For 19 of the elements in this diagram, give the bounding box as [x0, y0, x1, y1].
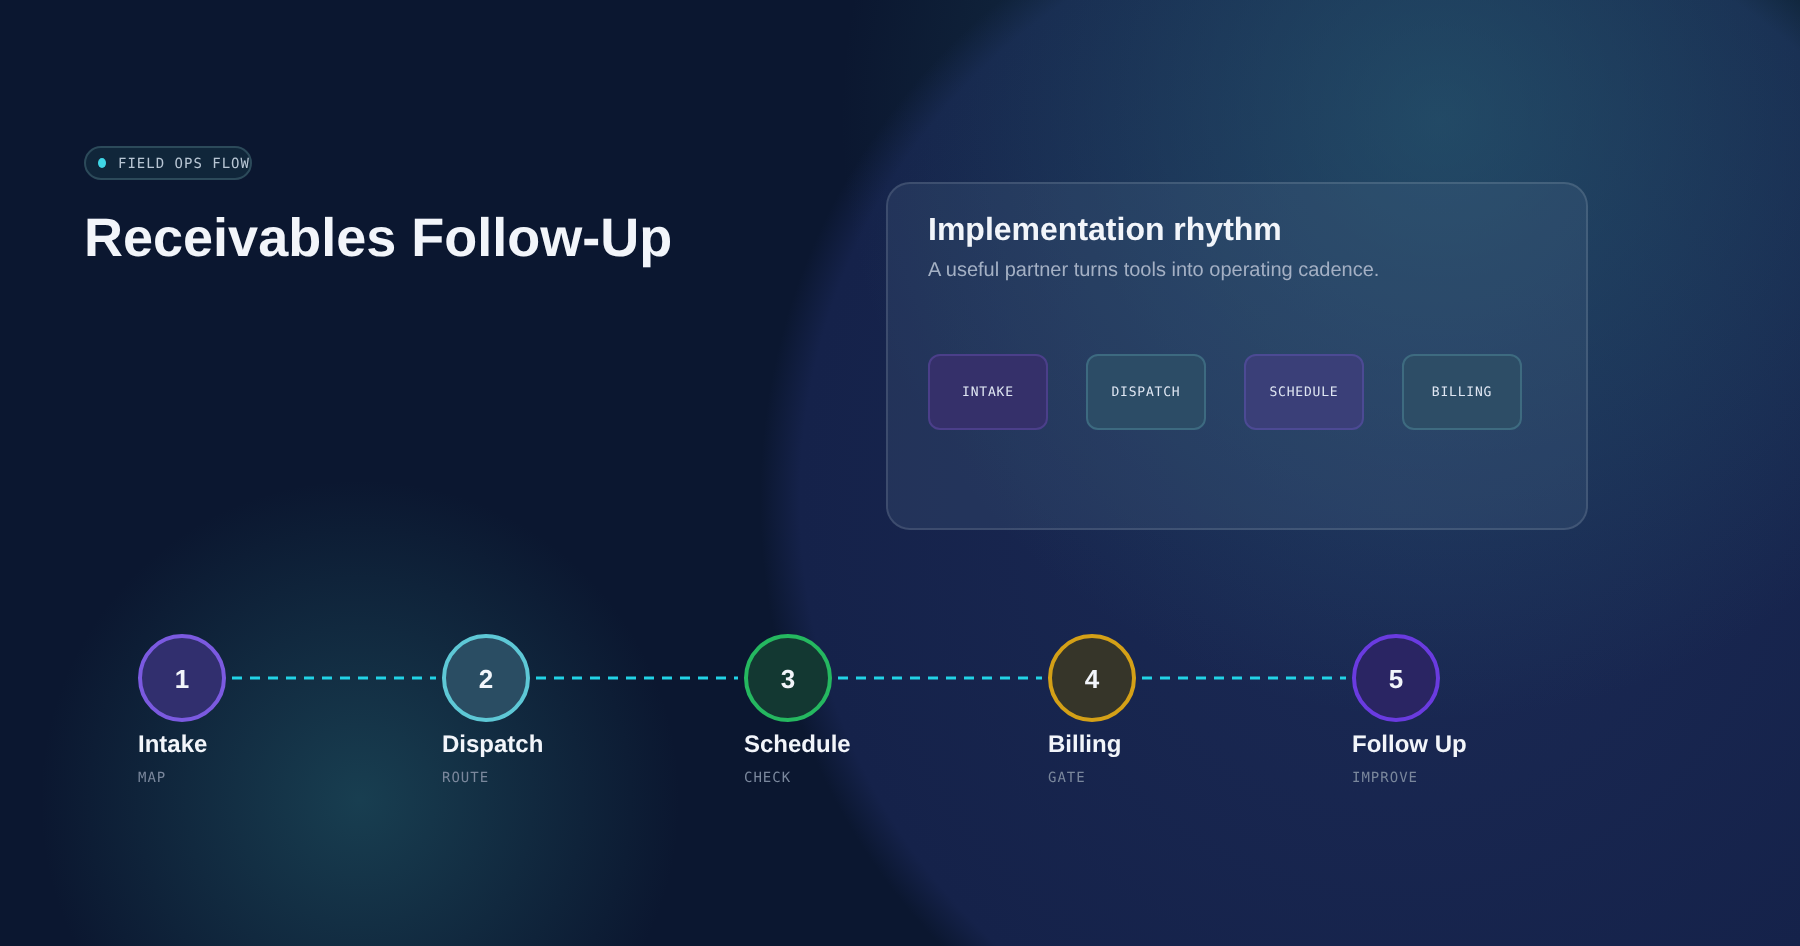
dashed-connector: [536, 676, 738, 680]
step-name: Billing: [1048, 730, 1122, 758]
step-name: Follow Up: [1352, 730, 1467, 758]
card-heading: Implementation rhythm: [928, 214, 1282, 250]
tag-pill: [84, 146, 252, 180]
card-subtitle: A useful partner turns tools into operating cadence.: [928, 260, 1380, 282]
step-circle: 4: [1048, 634, 1136, 722]
step-circle: 5: [1352, 634, 1440, 722]
step-circle: 1: [138, 634, 226, 722]
step-circle: 2: [442, 634, 530, 722]
step-name: Schedule: [744, 730, 851, 758]
page-title: Receivables Follow-Up: [84, 208, 673, 270]
dashed-connector: [232, 676, 436, 680]
step-name: Intake: [138, 730, 208, 758]
info-card: [886, 182, 1588, 530]
step-circle: 3: [744, 634, 832, 722]
dashed-connector: [1142, 676, 1346, 680]
step-name: Dispatch: [442, 730, 544, 758]
dashed-connector: [838, 676, 1042, 680]
